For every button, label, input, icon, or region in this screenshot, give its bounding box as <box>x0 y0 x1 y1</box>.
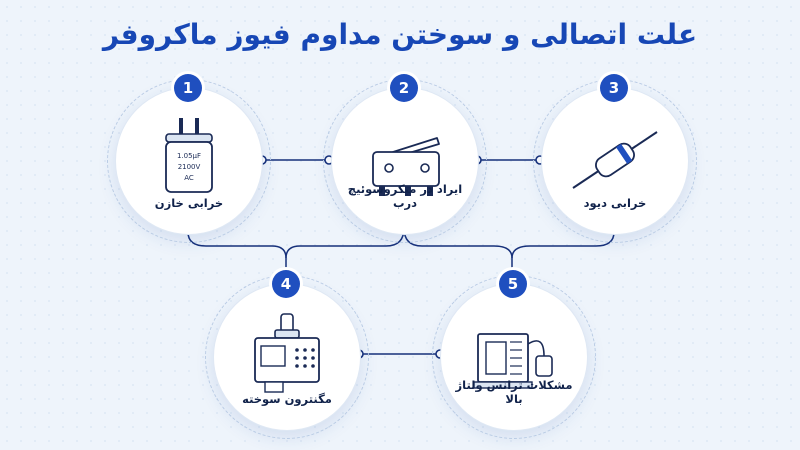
node-label: مگنترون سوخته <box>242 392 332 406</box>
capacitor-icon: 1.05μF 2100V AC <box>165 118 213 193</box>
node-number: 3 <box>600 74 628 102</box>
node-label: ایراد در میکروسوئیچ درب <box>347 182 463 210</box>
diode-icon <box>572 131 658 189</box>
capacitor-rating-2: 2100V <box>178 163 201 171</box>
node-label: خرابی دیود <box>583 196 647 210</box>
node-number: 1 <box>174 74 202 102</box>
node-number: 2 <box>390 74 418 102</box>
capacitor-rating-3: AC <box>184 174 194 182</box>
node-diode: 3 خرابی دیود <box>533 74 697 243</box>
page-title: علت اتصالی و سوختن مداوم فیوز ماکروفر <box>102 18 698 51</box>
node-number: 4 <box>272 270 300 298</box>
node-microswitch: 2 ایراد در میکروسوئیچ درب <box>323 74 487 243</box>
node-transformer: 5 مشکلات ترانس ولتاژ بالا <box>432 270 596 439</box>
node-capacitor: 1 1.05μF 2100V AC خرابی خازن <box>107 74 271 243</box>
capacitor-rating-1: 1.05μF <box>177 152 201 160</box>
magnetron-icon <box>254 313 320 393</box>
microswitch-icon <box>372 137 440 196</box>
node-label: مشکلات ترانس ولتاژ بالا <box>455 378 573 406</box>
node-label: خرابی خازن <box>154 196 224 210</box>
node-number: 5 <box>499 270 527 298</box>
node-magnetron: 4 مگنترون سوخته <box>205 270 369 439</box>
transformer-icon <box>473 333 553 389</box>
